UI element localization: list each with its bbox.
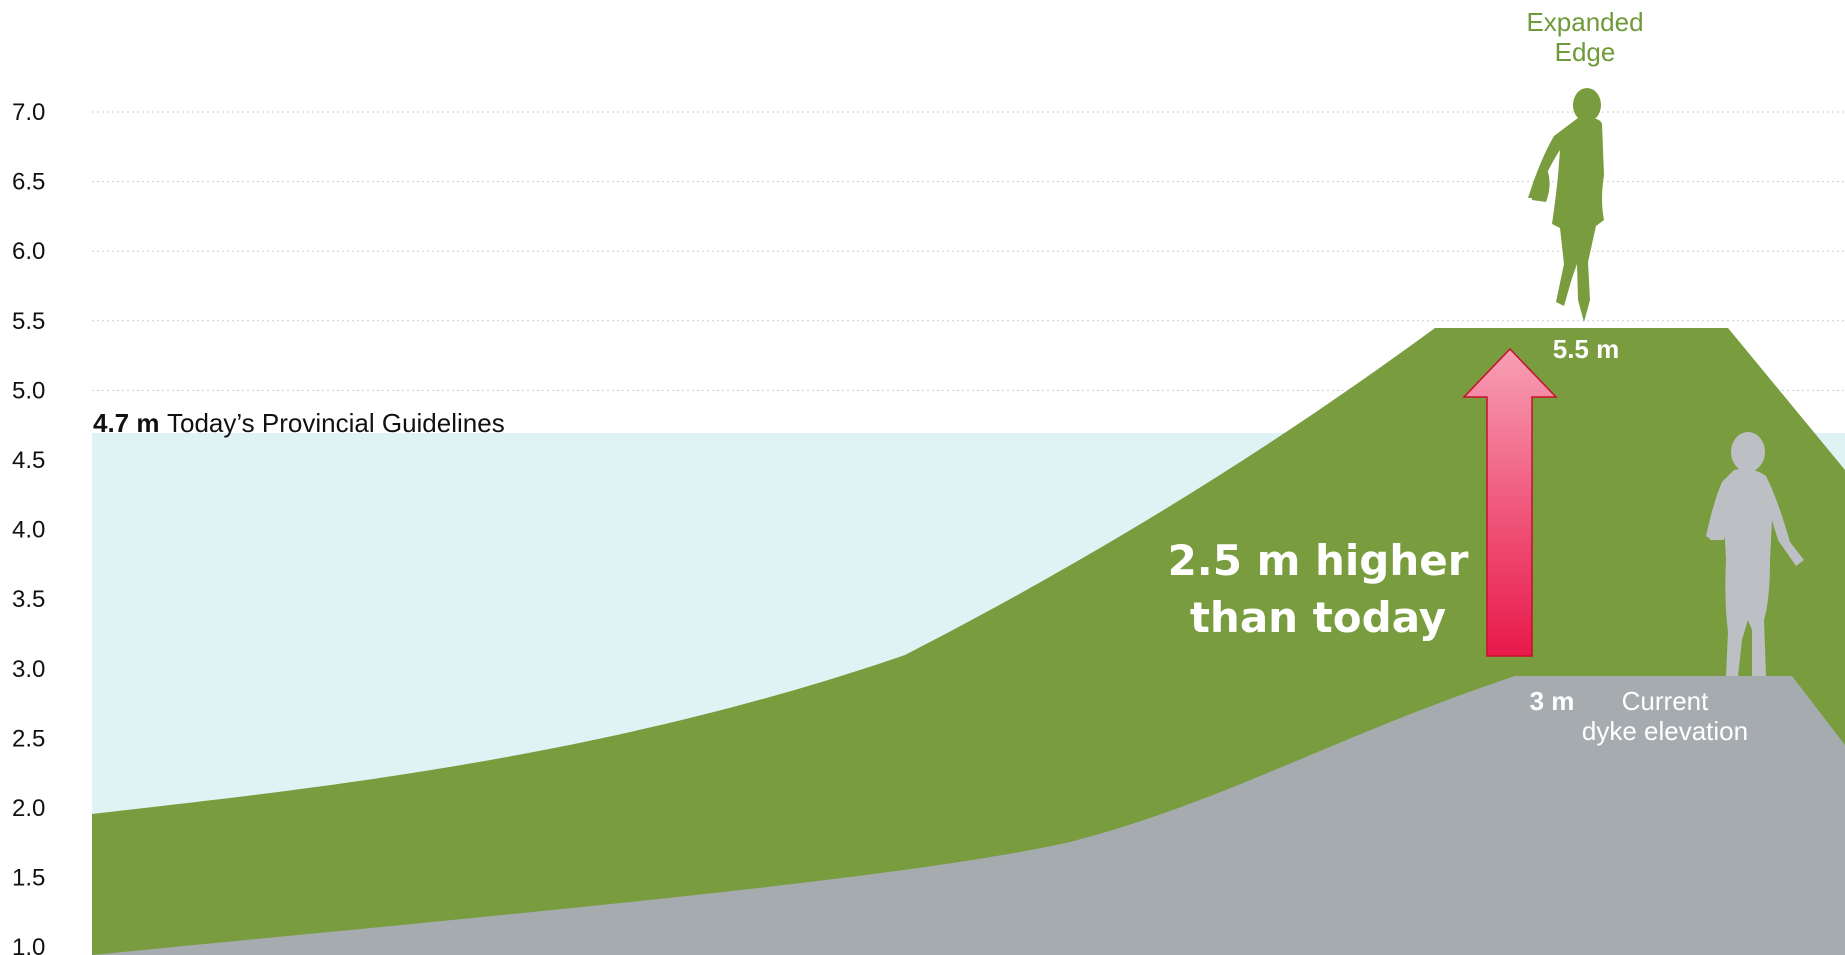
difference-line1: 2.5 m higher	[1168, 536, 1469, 585]
current-elevation-label: 3 m	[1530, 686, 1575, 716]
guideline-label: Today’s Provincial Guidelines	[167, 408, 505, 438]
guideline-value-label: 4.7 m	[93, 408, 160, 438]
current-dyke-person-icon	[1706, 432, 1804, 676]
y-tick-label: 3.5	[12, 586, 45, 613]
y-tick-label: 4.5	[12, 447, 45, 474]
expanded-edge-title-line1: Expanded	[1526, 7, 1643, 37]
expanded-edge-person-icon	[1528, 88, 1604, 322]
current-dyke-text-line2: dyke elevation	[1582, 716, 1748, 746]
y-tick-label: 5.5	[12, 308, 45, 335]
y-tick-label: 6.0	[12, 238, 45, 265]
y-tick-label: 5.0	[12, 377, 45, 404]
y-tick-label: 1.0	[12, 934, 45, 955]
current-dyke-text-line1: Current	[1622, 686, 1709, 716]
expanded-edge-title-line2: Edge	[1555, 37, 1616, 67]
y-tick-label: 4.0	[12, 517, 45, 544]
difference-line2: than today	[1190, 593, 1446, 642]
y-tick-label: 2.5	[12, 725, 45, 752]
y-tick-label: 7.0	[12, 99, 45, 126]
raise-arrow-icon	[1462, 347, 1558, 657]
expanded-elevation-label: 5.5 m	[1553, 334, 1620, 364]
y-tick-label: 2.0	[12, 795, 45, 822]
y-tick-label: 1.5	[12, 865, 45, 892]
y-tick-label: 3.0	[12, 656, 45, 683]
current-dyke-profile	[92, 676, 1845, 955]
y-tick-label: 6.5	[12, 169, 45, 196]
y-axis: 7.0 6.5 6.0 5.5 5.0 4.5 4.0 3.5 3.0 2.5 2.0 1.5 1.0	[12, 99, 45, 955]
